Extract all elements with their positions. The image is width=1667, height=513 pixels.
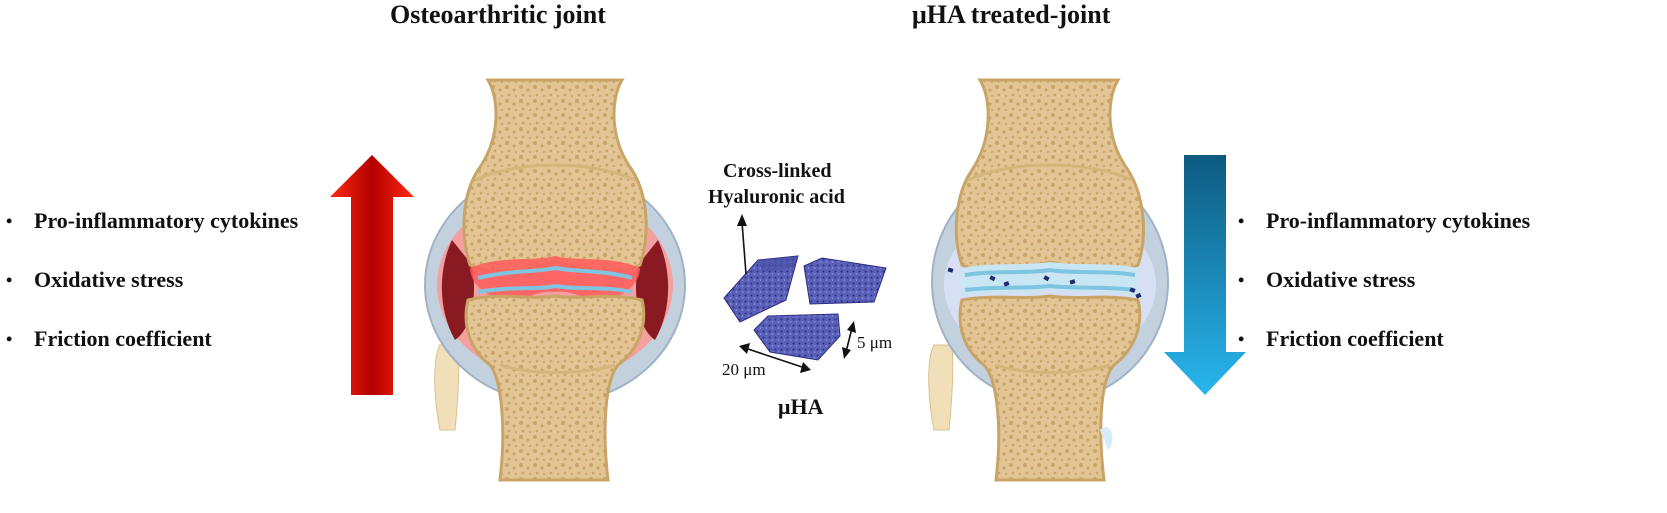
increase-arrow-icon bbox=[330, 155, 414, 395]
thickness-dimension-label: 5 μm bbox=[857, 333, 892, 353]
length-dimension-label: 20 μm bbox=[722, 360, 766, 380]
osteoarthritic-knee-illustration bbox=[425, 80, 685, 480]
material-label-line1: Cross-linked bbox=[723, 160, 832, 183]
decrease-arrow-icon bbox=[1164, 155, 1246, 395]
uha-label: μHA bbox=[778, 394, 823, 420]
material-label-line2: Hyaluronic acid bbox=[708, 186, 845, 209]
treated-knee-illustration bbox=[929, 80, 1168, 480]
